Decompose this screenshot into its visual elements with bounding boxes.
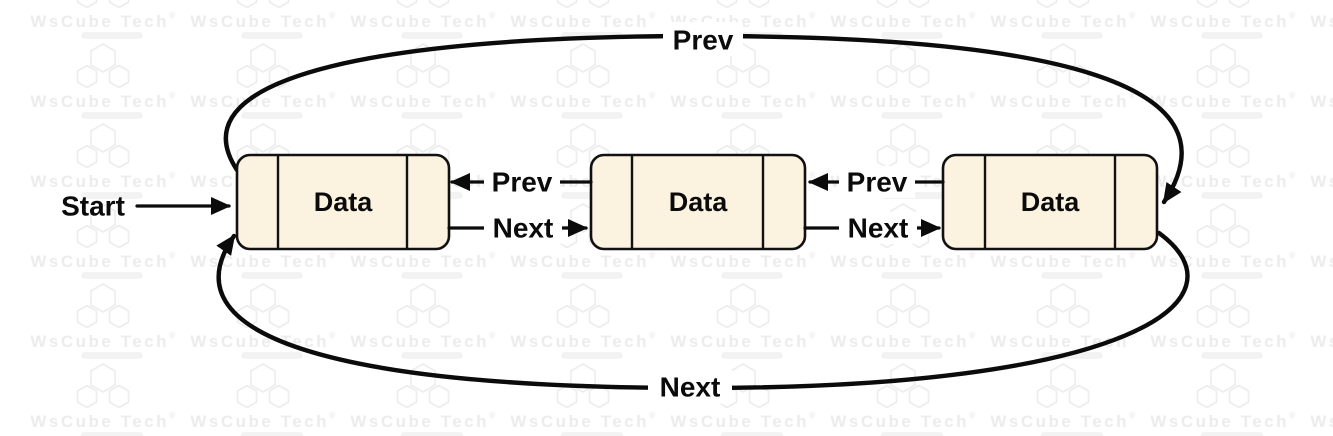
node-data-label: Data bbox=[1021, 187, 1081, 217]
next-arc-label: Next bbox=[660, 372, 721, 403]
node-data-label: Data bbox=[669, 187, 729, 217]
start-label: Start bbox=[61, 191, 125, 222]
prev-arc-label: Prev bbox=[673, 25, 734, 56]
node-1: Data bbox=[235, 153, 451, 251]
next-label: Next bbox=[848, 213, 909, 244]
next-label: Next bbox=[493, 213, 554, 244]
node-3: Data bbox=[941, 153, 1159, 251]
next-label-bg bbox=[484, 212, 562, 244]
next-arc-label-bg bbox=[648, 370, 732, 404]
prev-label-bg bbox=[484, 166, 560, 198]
next-label-bg bbox=[839, 212, 917, 244]
node-box bbox=[235, 153, 451, 251]
prev-label: Prev bbox=[492, 167, 553, 198]
node-box bbox=[941, 153, 1159, 251]
node-box bbox=[589, 153, 807, 251]
prev-label-bg bbox=[839, 166, 915, 198]
prev-label: Prev bbox=[847, 167, 908, 198]
node-2: Data bbox=[589, 153, 807, 251]
prev-arc-label-bg bbox=[663, 22, 743, 56]
node-data-label: Data bbox=[314, 187, 374, 217]
